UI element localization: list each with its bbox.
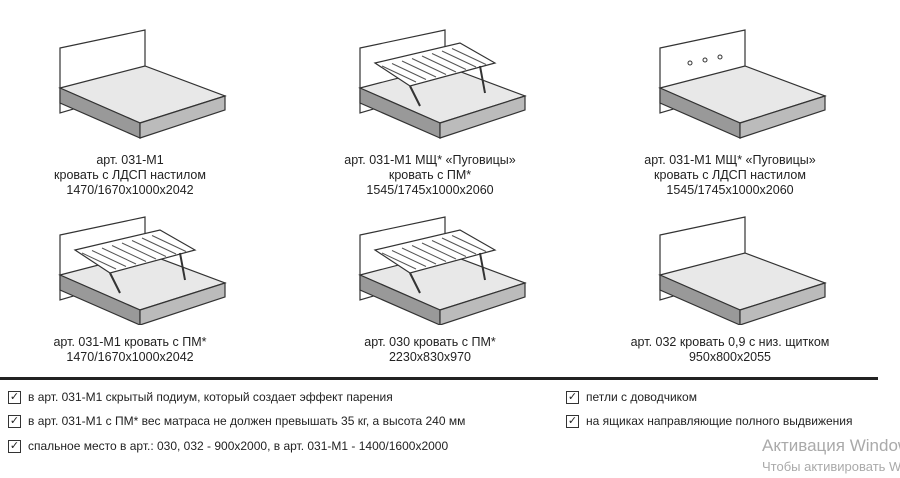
product-0: арт. 031-М1 кровать с ЛДСП настилом 1470… bbox=[0, 18, 280, 198]
product-2: арт. 031-М1 МЩ* «Пуговицы» кровать с ЛДС… bbox=[580, 18, 880, 198]
slat bbox=[421, 242, 457, 260]
product-article: арт. 031-М1 кровать с ПМ* bbox=[53, 335, 207, 349]
feature-item: ✓ на ящиках направляющие полного выдвижен… bbox=[566, 414, 853, 428]
bed-foot bbox=[139, 95, 226, 139]
feature-text: в арт. 031-М1 скрытый подиум, который со… bbox=[28, 390, 393, 404]
slat bbox=[431, 53, 467, 70]
bed-foot bbox=[139, 282, 226, 325]
product-description: кровать с ПМ* bbox=[388, 168, 472, 182]
button-icon bbox=[687, 60, 693, 66]
slat bbox=[421, 55, 457, 73]
product-article: арт. 031-М1 МЩ* «Пуговицы» bbox=[344, 153, 516, 167]
gas-lift bbox=[479, 252, 486, 281]
product-size: 950х800х2055 bbox=[688, 350, 772, 364]
product-1: арт. 031-М1 МЩ* «Пуговицы» кровать с ПМ*… bbox=[280, 18, 580, 198]
slat bbox=[111, 245, 147, 262]
slat bbox=[81, 252, 117, 270]
slat bbox=[451, 48, 487, 65]
lift-frame bbox=[373, 42, 497, 87]
bed-foot bbox=[439, 95, 526, 139]
gas-lift bbox=[409, 272, 421, 294]
feature-item: ✓ в арт. 031-М1 с ПМ* вес матраса не долж… bbox=[8, 414, 465, 428]
bed-side bbox=[659, 274, 741, 325]
slat bbox=[401, 60, 437, 78]
slat bbox=[441, 50, 477, 68]
slat bbox=[411, 245, 447, 262]
product-5: арт. 032 кровать 0,9 с низ. щитком 950х8… bbox=[580, 205, 880, 365]
feature-item: ✓ спальное место в арт.: 030, 032 - 900х2… bbox=[8, 439, 448, 453]
slat bbox=[431, 240, 467, 257]
lift-frame bbox=[373, 229, 497, 274]
product-article: арт. 031-М1 bbox=[96, 153, 164, 167]
feature-text: в арт. 031-М1 с ПМ* вес матраса не долже… bbox=[28, 414, 466, 428]
checkbox-icon: ✓ bbox=[566, 390, 579, 404]
checkbox-icon: ✓ bbox=[8, 439, 21, 453]
product-description: кровать с ЛДСП настилом bbox=[654, 168, 806, 182]
gas-lift bbox=[179, 252, 186, 281]
lift-frame bbox=[73, 229, 197, 274]
product-4: арт. 030 кровать с ПМ* 2230х830х970 bbox=[280, 205, 580, 365]
feature-item: ✓ в арт. 031-М1 скрытый подиум, который с… bbox=[8, 390, 393, 404]
slat bbox=[131, 240, 167, 257]
slat bbox=[381, 252, 417, 270]
product-size: 2230х830х970 bbox=[388, 350, 472, 364]
gas-lift bbox=[109, 272, 121, 294]
activation-watermark-subtitle: Чтобы активировать Windows bbox=[762, 459, 900, 474]
checkbox-icon: ✓ bbox=[566, 414, 579, 428]
slat bbox=[151, 235, 187, 252]
bed-foot bbox=[739, 95, 826, 139]
bed-side bbox=[59, 274, 141, 325]
slat bbox=[401, 247, 437, 265]
product-article: арт. 032 кровать 0,9 с низ. щитком bbox=[630, 335, 830, 349]
checkbox-icon: ✓ bbox=[8, 414, 21, 428]
slat bbox=[141, 237, 177, 255]
checkbox-icon: ✓ bbox=[8, 390, 21, 404]
bed-illustration bbox=[358, 29, 527, 139]
bed-foot bbox=[439, 282, 526, 325]
bed-foot bbox=[739, 282, 826, 325]
slat bbox=[411, 58, 447, 75]
slat bbox=[121, 242, 157, 260]
bed-illustration bbox=[658, 29, 827, 139]
gas-lift bbox=[409, 85, 421, 107]
feature-text: спальное место в арт.: 030, 032 - 900х20… bbox=[28, 439, 449, 453]
slat bbox=[91, 250, 127, 267]
bed-illustration bbox=[658, 216, 827, 325]
activation-watermark-title: Активация Windows bbox=[762, 436, 900, 455]
product-article: арт. 030 кровать с ПМ* bbox=[364, 335, 496, 349]
bed-illustration bbox=[58, 216, 227, 325]
bed-illustration bbox=[58, 29, 227, 139]
product-article: арт. 031-М1 МЩ* «Пуговицы» bbox=[644, 153, 816, 167]
product-description: кровать с ЛДСП настилом bbox=[54, 168, 206, 182]
slat bbox=[391, 250, 427, 267]
product-size: 1470/1670х1000х2042 bbox=[66, 183, 194, 197]
feature-item: ✓ петли с доводчиком bbox=[566, 390, 697, 404]
gas-lift bbox=[479, 65, 486, 94]
product-size: 1545/1745х1000х2060 bbox=[666, 183, 794, 197]
bed-side bbox=[359, 274, 441, 325]
slat bbox=[391, 63, 427, 80]
divider bbox=[0, 377, 878, 380]
slat bbox=[451, 235, 487, 252]
product-3: арт. 031-М1 кровать с ПМ* 1470/1670х1000… bbox=[0, 205, 280, 365]
button-icon bbox=[717, 54, 723, 60]
button-icon bbox=[702, 57, 708, 63]
slat bbox=[381, 65, 417, 83]
slat bbox=[441, 237, 477, 255]
slat bbox=[101, 247, 137, 265]
product-size: 1545/1745х1000х2060 bbox=[366, 183, 494, 197]
bed-illustration bbox=[358, 216, 527, 325]
product-size: 1470/1670х1000х2042 bbox=[66, 350, 194, 364]
feature-text: петли с доводчиком bbox=[586, 390, 697, 404]
feature-text: на ящиках направляющие полного выдвижени… bbox=[586, 414, 853, 428]
